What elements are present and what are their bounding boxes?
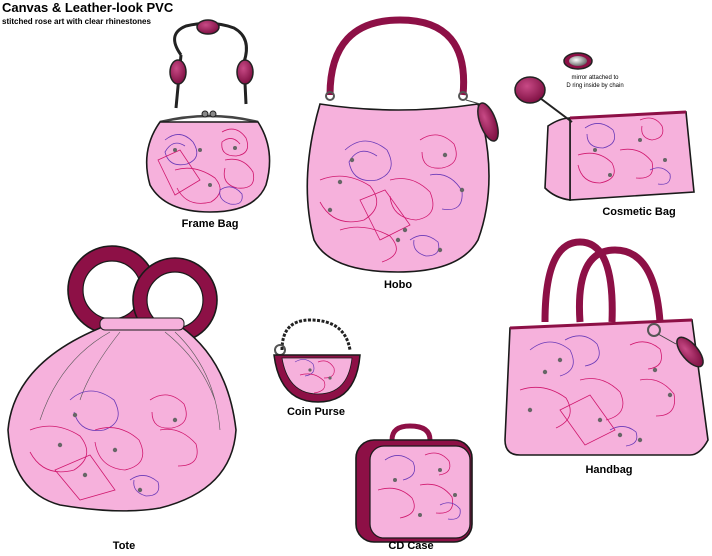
charm-icon (477, 102, 499, 142)
frame-bag (145, 19, 271, 213)
tote-bag (7, 245, 237, 512)
label-coin-purse: Coin Purse (286, 406, 346, 418)
label-handbag: Handbag (585, 464, 633, 476)
label-hobo: Hobo (383, 279, 413, 291)
label-tote: Tote (112, 540, 136, 552)
page-subtitle: stitched rose art with clear rhinestones (2, 17, 151, 26)
handle-bead (196, 19, 220, 35)
label-cd-case: CD Case (388, 540, 434, 552)
label-frame-bag: Frame Bag (181, 218, 239, 230)
handbag (504, 238, 709, 456)
cd-case (355, 423, 473, 543)
handle-bead (236, 59, 254, 85)
coin-purse (273, 318, 361, 403)
hobo-bag (306, 16, 499, 273)
label-cosmetic-bag: Cosmetic Bag (602, 206, 676, 218)
cosmetic-bag (514, 52, 695, 201)
charm-icon (676, 336, 704, 368)
frame-clasp (159, 114, 259, 124)
page-title: Canvas & Leather-look PVC (2, 0, 174, 15)
handle-bead (169, 59, 187, 85)
mirror-annotation: mirror attached to D ring inside by chai… (566, 75, 624, 89)
